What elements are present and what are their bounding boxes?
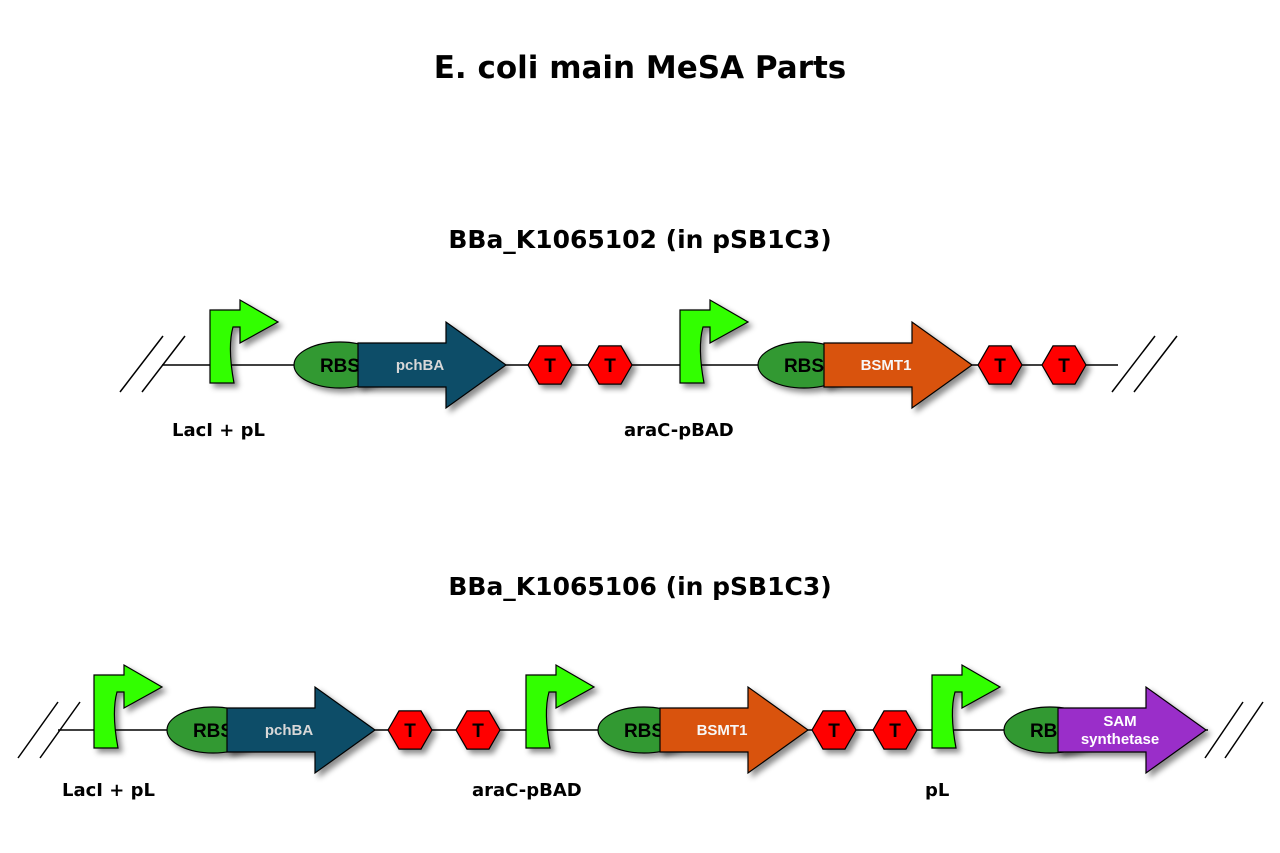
promoter-laci-pl-part	[209, 298, 280, 384]
backbone-break-mark	[141, 335, 186, 393]
terminator-label: T	[544, 356, 556, 377]
cds-arrow	[823, 320, 974, 410]
rbs-label: RBS	[193, 721, 233, 742]
terminator-hexagon	[587, 345, 633, 385]
construct-2-title: BBa_K1065106 (in pSB1C3)	[448, 572, 832, 601]
cds-label: BSMT1	[861, 357, 912, 374]
promoter-label: pL	[925, 780, 950, 801]
cds-pchba-part: pchBA	[357, 320, 508, 410]
terminator-label: T	[994, 356, 1006, 377]
terminator-t-part: T	[587, 345, 633, 385]
rbs-label: RBS	[784, 356, 824, 377]
promoter-label: LacI + pL	[62, 780, 155, 801]
construct-1-row: RBS pchBA T T RBS BSMT1 T T	[119, 298, 1178, 410]
promoter-icon	[679, 298, 750, 384]
terminator-hexagon	[977, 345, 1023, 385]
cds-label: pchBA	[265, 722, 314, 739]
terminator-hexagon	[1041, 345, 1087, 385]
terminator-t-part: T	[977, 345, 1023, 385]
cds-pchba-part: pchBA	[226, 685, 377, 775]
terminator-label: T	[404, 721, 416, 742]
cds-arrow	[1057, 685, 1208, 775]
terminator-hexagon	[872, 710, 918, 750]
terminator-hexagon	[527, 345, 573, 385]
rbs-label: RBS	[320, 356, 360, 377]
terminator-label: T	[1058, 356, 1070, 377]
promoter-label: araC-pBAD	[624, 420, 734, 441]
construct-1-title: BBa_K1065102 (in pSB1C3)	[448, 225, 832, 254]
promoter-arac-pbad-part	[679, 298, 750, 384]
terminator-t-part: T	[455, 710, 501, 750]
terminator-label: T	[472, 721, 484, 742]
backbone-break-mark	[119, 335, 164, 393]
terminator-t-part: T	[527, 345, 573, 385]
promoter-label: LacI + pL	[172, 420, 265, 441]
cds-arrow	[659, 685, 810, 775]
cds-arrow	[357, 320, 508, 410]
promoter-icon	[525, 663, 596, 749]
cds-bsmt1-part: BSMT1	[823, 320, 974, 410]
promoter-icon	[931, 663, 1002, 749]
diagram-title: E. coli main MeSA Parts	[433, 50, 847, 86]
cds-label: synthetase	[1081, 731, 1159, 748]
cds-label: SAM	[1103, 713, 1136, 730]
promoter-pl-part	[931, 663, 1002, 749]
backbone-break-mark	[1204, 701, 1244, 759]
backbone-break-mark	[39, 701, 81, 759]
cds-arrow	[226, 685, 377, 775]
backbone-break-mark	[1224, 701, 1264, 759]
terminator-hexagon	[811, 710, 857, 750]
terminator-label: T	[889, 721, 901, 742]
backbone-break-mark	[17, 701, 59, 759]
terminator-hexagon	[455, 710, 501, 750]
terminator-label: T	[604, 356, 616, 377]
promoter-label: araC-pBAD	[472, 780, 582, 801]
terminator-t-part: T	[811, 710, 857, 750]
cds-label: BSMT1	[697, 722, 748, 739]
terminator-t-part: T	[872, 710, 918, 750]
cds-label: pchBA	[396, 357, 445, 374]
promoter-icon	[93, 663, 164, 749]
terminator-t-part: T	[387, 710, 433, 750]
terminator-t-part: T	[1041, 345, 1087, 385]
backbone-break-mark	[1111, 335, 1156, 393]
rbs-label: RBS	[624, 721, 664, 742]
promoter-arac-pbad-part	[525, 663, 596, 749]
promoter-icon	[209, 298, 280, 384]
terminator-hexagon	[387, 710, 433, 750]
terminator-label: T	[828, 721, 840, 742]
promoter-laci-pl-part	[93, 663, 164, 749]
backbone-break-mark	[1133, 335, 1178, 393]
cds-bsmt1-part: BSMT1	[659, 685, 810, 775]
